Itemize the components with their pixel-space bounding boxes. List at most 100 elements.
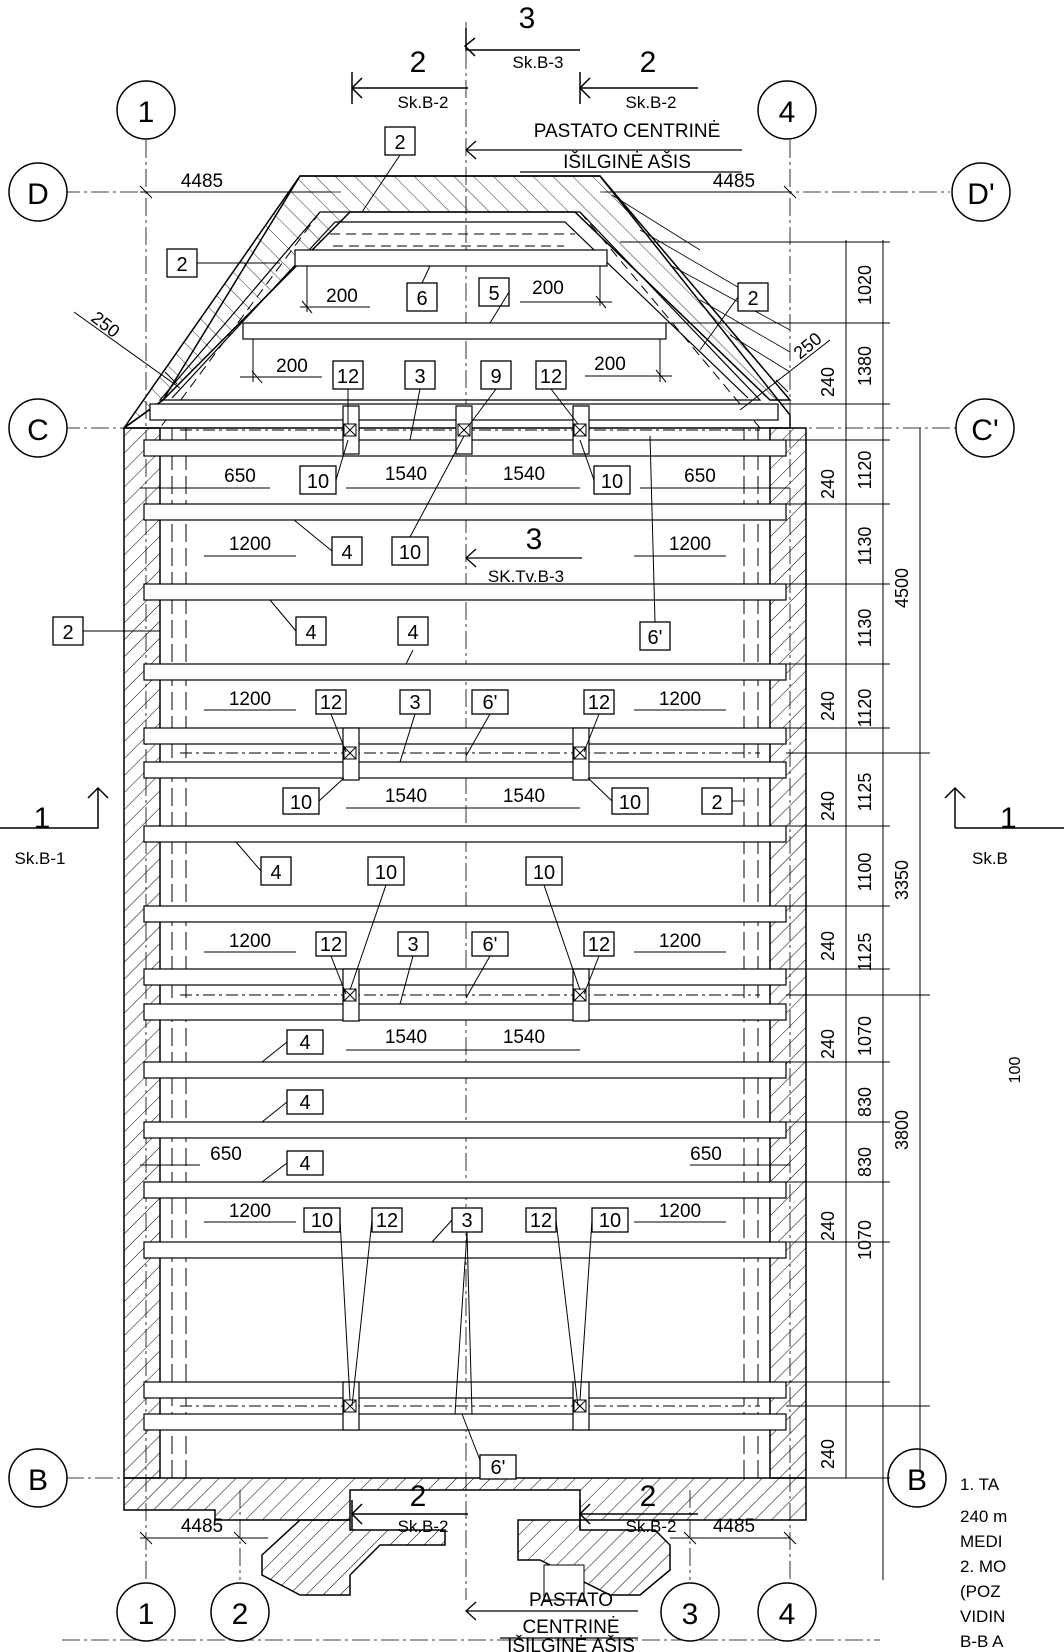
- svg-text:D': D': [967, 178, 994, 211]
- section-2-right-ref: Sk.B-2: [625, 93, 676, 112]
- svg-text:6: 6: [416, 288, 427, 310]
- dim-4485-top-left: 4485: [181, 171, 223, 192]
- svg-text:3: 3: [461, 1210, 472, 1232]
- grid-axis-4-top: 4: [757, 80, 817, 140]
- svg-text:9: 9: [490, 366, 501, 388]
- beam: [143, 583, 787, 601]
- foundation: [123, 1477, 807, 1601]
- note-1-line3: MEDI: [960, 1532, 1003, 1551]
- svg-text:C': C': [971, 414, 998, 447]
- svg-text:5: 5: [488, 283, 499, 305]
- side-walls: [123, 427, 807, 1479]
- dim-200-a: 200: [326, 286, 358, 307]
- svg-text:4: 4: [305, 622, 316, 644]
- svg-text:650: 650: [224, 466, 256, 487]
- wall-inner-lines: [159, 428, 771, 1478]
- svg-text:1540: 1540: [385, 786, 427, 807]
- dim-200-d: 200: [594, 354, 626, 375]
- svg-text:2: 2: [747, 288, 758, 310]
- svg-text:240: 240: [818, 1439, 838, 1469]
- svg-text:1120: 1120: [855, 451, 875, 490]
- svg-text:1070: 1070: [855, 1016, 875, 1056]
- svg-text:10: 10: [375, 862, 397, 884]
- svg-text:2: 2: [394, 132, 405, 154]
- svg-text:B: B: [907, 1464, 927, 1497]
- post-crosses: [343, 423, 587, 1413]
- svg-text:1540: 1540: [503, 1027, 545, 1048]
- svg-text:2: 2: [62, 622, 73, 644]
- svg-text:4: 4: [299, 1153, 310, 1175]
- svg-text:4: 4: [299, 1092, 310, 1114]
- beam: [143, 1121, 787, 1139]
- svg-text:4: 4: [407, 622, 418, 644]
- svg-text:240: 240: [818, 1029, 838, 1059]
- svg-text:10: 10: [307, 471, 329, 493]
- svg-text:4: 4: [299, 1032, 310, 1054]
- section-2-right-number: 2: [640, 46, 657, 79]
- svg-text:650: 650: [690, 1144, 722, 1165]
- grid-axis-Dp: D': [951, 162, 1011, 222]
- grid-axis-1-bottom: 1: [116, 1582, 176, 1642]
- svg-text:1540: 1540: [385, 1027, 427, 1048]
- beam: [143, 825, 787, 843]
- dim-250-right-text: 250: [790, 328, 826, 363]
- beam: [143, 968, 787, 986]
- grid-axis-3-bottom: 3: [660, 1582, 720, 1642]
- ridge-beam: [294, 249, 608, 267]
- right-dim-lines: [845, 240, 921, 1580]
- section-marker-2-right: [578, 72, 698, 104]
- svg-text:3: 3: [407, 934, 418, 956]
- axis-label-bottom-line3: IŠILGINĖ AŠIS: [507, 1635, 635, 1652]
- section-marker-3-mid: [465, 548, 582, 568]
- dim-bottom-4485: [139, 1531, 797, 1545]
- grid-axis-B-right: B: [887, 1448, 947, 1508]
- svg-text:10: 10: [601, 471, 623, 493]
- svg-text:1540: 1540: [503, 786, 545, 807]
- svg-text:240: 240: [818, 931, 838, 961]
- svg-text:830: 830: [855, 1147, 875, 1177]
- svg-text:1: 1: [138, 1598, 155, 1631]
- svg-text:12: 12: [320, 692, 342, 714]
- svg-text:1380: 1380: [855, 346, 875, 386]
- svg-text:4500: 4500: [892, 568, 912, 608]
- section-marker-2-left: [350, 72, 468, 104]
- note-1-line2: 240 m: [960, 1507, 1007, 1526]
- grid-axis-D: D: [8, 162, 68, 222]
- leader-lines: [83, 154, 744, 1461]
- dim-200-c: 200: [276, 356, 308, 377]
- notes: 1. TA 240 m MEDI 2. MO (POZ VIDIN B-B A: [960, 1475, 1007, 1651]
- svg-text:10: 10: [399, 542, 421, 564]
- svg-text:10: 10: [311, 1210, 333, 1232]
- svg-text:1070: 1070: [855, 1220, 875, 1260]
- svg-text:12: 12: [530, 1210, 552, 1232]
- section-markers-side: [0, 786, 1064, 829]
- svg-text:1130: 1130: [855, 527, 875, 566]
- inner-dim-lines: [140, 487, 790, 1223]
- svg-text:C: C: [27, 414, 49, 447]
- beam: [143, 1181, 787, 1199]
- gable-wall: [121, 175, 792, 429]
- svg-text:3800: 3800: [892, 1110, 912, 1150]
- dim-200-b: 200: [532, 278, 564, 299]
- svg-text:10: 10: [290, 792, 312, 814]
- svg-text:1200: 1200: [229, 1201, 271, 1222]
- svg-text:1200: 1200: [229, 534, 271, 555]
- wall-studs: [171, 428, 759, 1478]
- beam: [143, 1061, 787, 1079]
- grid-axis-C: C: [8, 398, 68, 458]
- axis-label-top-line1: PASTATO CENTRINĖ: [534, 121, 721, 142]
- svg-text:6': 6': [483, 692, 498, 714]
- section-3-ref: Sk.B-3: [512, 53, 563, 72]
- section-markers-bottom: [350, 1500, 698, 1530]
- svg-text:1100: 1100: [855, 853, 875, 892]
- svg-text:3: 3: [414, 366, 425, 388]
- svg-text:4: 4: [341, 542, 352, 564]
- section-2-left-number: 2: [410, 46, 427, 79]
- grid-axis-2-bottom: 2: [210, 1582, 270, 1642]
- svg-text:830: 830: [855, 1087, 875, 1117]
- section-1-left-ref: Sk.B-1: [14, 849, 65, 868]
- section-2-left-ref: Sk.B-2: [397, 93, 448, 112]
- axis-label-bottom-line1: PASTATO: [529, 1590, 613, 1611]
- svg-text:1020: 1020: [855, 265, 875, 305]
